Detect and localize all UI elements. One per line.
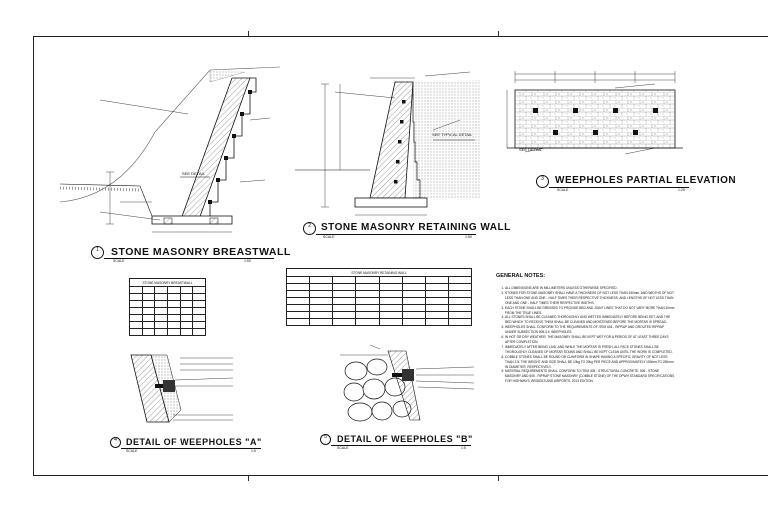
drawing-number-badge: 4-	[110, 437, 121, 448]
table-row	[129, 300, 206, 308]
retaining-wall-section-drawing	[295, 71, 480, 216]
note-item: MATERIAL REQUIREMENTS SHALL CONFORM TO I…	[505, 369, 675, 384]
table-row	[129, 328, 206, 336]
breastwall-title: STONE MASONRY BREASTWALL	[111, 246, 291, 258]
scale-label: SCALE	[323, 235, 335, 239]
retaining-table-title: STONE MASONRY RETAINING WALL	[286, 268, 472, 276]
grid-tick	[248, 31, 249, 36]
note-item: ALL STONES SHALL BE CLEANED THOROUGHLY A…	[505, 315, 675, 325]
table-row	[129, 307, 206, 315]
table-row	[285, 290, 473, 298]
table-row	[285, 304, 473, 312]
breastwall-table-title: STONE MASONRY BREASTWALL	[129, 278, 206, 286]
scale-label: SCALE	[113, 259, 125, 263]
note-item: COBBLE STONES SHALL BE ROUND OR CUNIFORM…	[505, 355, 675, 370]
table-row	[129, 321, 206, 329]
retaining-wall-dimensions-table	[285, 276, 473, 326]
scale-value: 1:50	[465, 235, 472, 239]
detail-b-title: DETAIL OF WEEPHOLES "B"	[337, 434, 473, 444]
scale-value: 1:5	[461, 446, 466, 450]
drawing-number-badge: 5-	[320, 434, 331, 445]
scale-label: SCALE	[557, 188, 569, 192]
scale-label: SCALE	[337, 446, 349, 450]
detail-a-title: DETAIL OF WEEPHOLES "A"	[126, 437, 262, 447]
breastwall-section-drawing	[60, 66, 280, 233]
title-underline	[549, 187, 689, 188]
table-row	[285, 276, 473, 284]
retaining-detail-callout: SEE TYPICAL DETAIL	[432, 132, 473, 137]
elevation-detail-callout: SEE DETAIL	[519, 147, 542, 152]
title-underline	[121, 448, 261, 449]
note-item: EACH STONE SHALL BE DRESSED TO PROVIDE B…	[505, 306, 675, 316]
weepholes-elevation-title: WEEPHOLES PARTIAL ELEVATION	[555, 175, 737, 186]
weephole-detail-a-drawing	[130, 354, 234, 423]
general-notes-title: GENERAL NOTES:	[496, 273, 546, 279]
table-row	[285, 297, 473, 305]
breastwall-dimensions-table	[129, 286, 206, 336]
drawing-number-badge: 1-	[91, 246, 104, 259]
table-row	[285, 318, 473, 326]
breastwall-detail-callout: SEE DETAIL	[182, 171, 205, 176]
drawing-number-badge: 2-	[303, 222, 316, 235]
note-item: IMMEDIATELY AFTER BEING LAID, AND WHILE …	[505, 345, 675, 355]
weepholes-elevation-drawing	[506, 71, 683, 155]
title-underline	[104, 258, 274, 259]
scale-value: 1:50	[244, 259, 251, 263]
scale-value: 1:25	[678, 188, 685, 192]
title-underline	[316, 234, 476, 235]
note-item: IN HOT OR DRY WEATHER, THE MASONRY SHALL…	[505, 335, 675, 345]
table-row	[285, 283, 473, 291]
grid-tick	[248, 476, 249, 481]
grid-tick	[498, 476, 499, 481]
scale-label: SCALE	[126, 449, 138, 453]
table-row	[129, 286, 206, 294]
sheet-border	[33, 36, 768, 476]
general-notes-list: ALL DIMENSIONS ARE IN MILLIMETERS UNLESS…	[496, 286, 675, 384]
note-item: WEEPHOLES SHALL CONFORM TO THE REQUIREME…	[505, 325, 675, 335]
grid-tick	[498, 31, 499, 36]
weephole-detail-b-drawing	[340, 345, 475, 422]
drawing-number-badge: 3-	[536, 175, 549, 188]
table-row	[129, 314, 206, 322]
title-underline	[331, 445, 471, 446]
note-item: STONES FOR STONE MASONRY SHALL HAVE A TH…	[505, 291, 675, 306]
scale-value: 1:5	[251, 449, 256, 453]
table-row	[285, 311, 473, 319]
retaining-wall-title: STONE MASONRY RETAINING WALL	[321, 222, 511, 233]
table-row	[129, 293, 206, 301]
note-item: ALL DIMENSIONS ARE IN MILLIMETERS UNLESS…	[505, 286, 675, 291]
